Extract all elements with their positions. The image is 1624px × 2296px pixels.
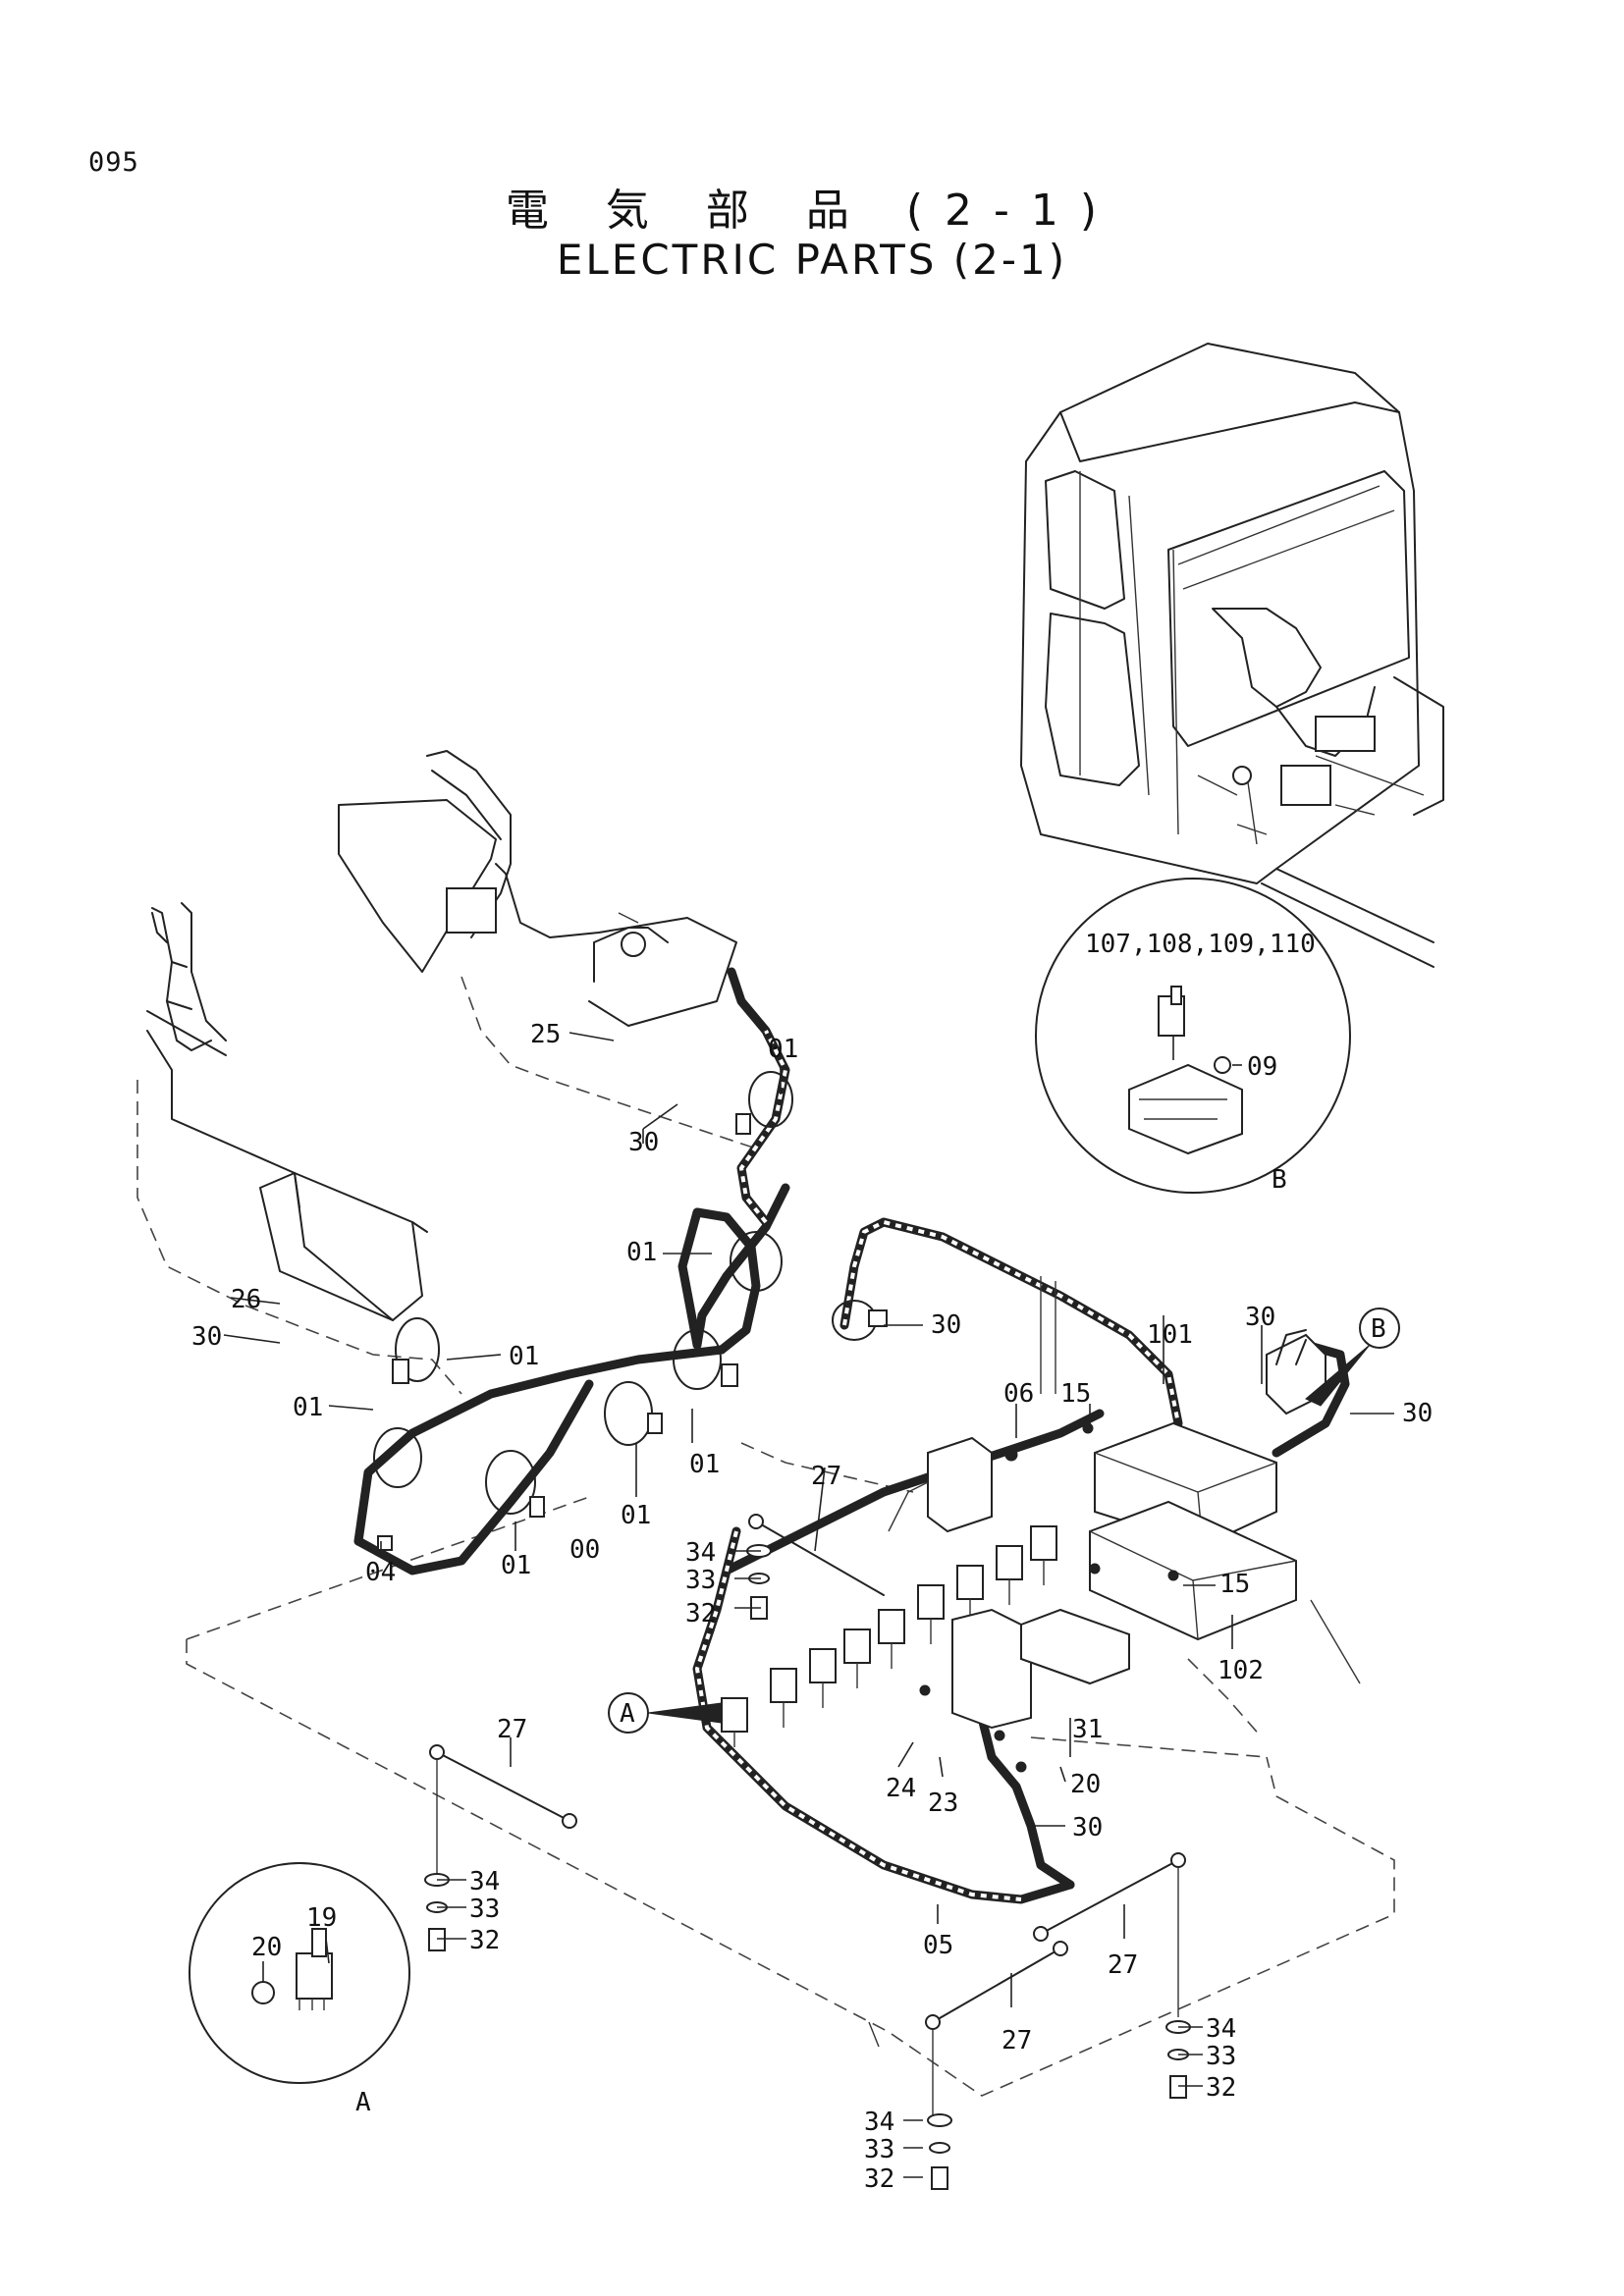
callout-labels: 25 01 30 01 26 30 01 01 04 01 00 01 01 3…: [191, 930, 1433, 2194]
callout-01: 01: [501, 1551, 531, 1580]
callout-33: 33: [1206, 2042, 1236, 2071]
detail-label-a: A: [355, 2088, 371, 2117]
callout-19: 19: [306, 1903, 337, 1933]
callout-30: 30: [1245, 1303, 1275, 1332]
callout-33: 33: [864, 2135, 894, 2164]
detail-circle-b: [1035, 878, 1351, 1194]
callout-32: 32: [1206, 2073, 1236, 2103]
callout-27: 27: [811, 1462, 841, 1491]
controller-boxes: [888, 1329, 1326, 1773]
callout-20: 20: [251, 1933, 282, 1962]
cab-illustration: [1020, 343, 1444, 968]
detail-label-b: B: [1272, 1165, 1287, 1195]
callout-01: 01: [689, 1450, 720, 1479]
callout-01: 01: [621, 1501, 651, 1530]
callout-27: 27: [497, 1715, 527, 1744]
floor-plate: [186, 1442, 1395, 2097]
right-console-illustration: [338, 750, 757, 1149]
callout-30: 30: [191, 1322, 222, 1352]
callout-01: 01: [509, 1342, 539, 1371]
callout-30: 30: [1402, 1399, 1433, 1428]
callout-34: 34: [1206, 2014, 1236, 2044]
leader-lines: [223, 1032, 1394, 2178]
callout-09: 09: [1247, 1052, 1277, 1082]
callout-00: 00: [569, 1535, 600, 1565]
detail-circle-a: [189, 1862, 410, 2084]
left-console-illustration: [136, 902, 462, 1395]
callout-01: 01: [293, 1393, 323, 1422]
detail-marker-b: B: [1371, 1314, 1386, 1344]
callout-34: 34: [864, 2108, 894, 2137]
callout-24: 24: [886, 1774, 916, 1803]
callout-25: 25: [530, 1020, 561, 1049]
marker-b: [1305, 1308, 1400, 1407]
page-title-english: ELECTRIC PARTS (2-1): [556, 236, 1068, 284]
marker-a: [608, 1692, 723, 1734]
relay-row: [721, 1525, 1057, 1747]
callout-15: 15: [1219, 1570, 1250, 1599]
callout-33: 33: [685, 1566, 716, 1595]
callout-30: 30: [1072, 1813, 1103, 1842]
callout-101: 101: [1147, 1320, 1193, 1350]
page-title-japanese: 電 気 部 品 (2-1): [505, 186, 1119, 236]
callout-27: 27: [1001, 2026, 1032, 2056]
callout-23: 23: [928, 1789, 958, 1818]
callout-33: 33: [469, 1895, 500, 1924]
callout-05: 05: [923, 1931, 953, 1960]
detail-marker-a: A: [620, 1699, 635, 1729]
harness-clamps: [373, 1071, 888, 1551]
callout-32: 32: [685, 1599, 716, 1629]
callout-32: 32: [469, 1926, 500, 1955]
page-number: 095: [88, 147, 139, 178]
callout-01: 01: [626, 1238, 657, 1267]
callout-15: 15: [1060, 1379, 1091, 1409]
callout-20: 20: [1070, 1770, 1101, 1799]
callout-01: 01: [768, 1035, 798, 1064]
callout-31: 31: [1072, 1715, 1103, 1744]
callout-30: 30: [931, 1310, 961, 1340]
callout-107-110: 107,108,109,110: [1085, 930, 1316, 959]
callout-27: 27: [1108, 1950, 1138, 1980]
callout-34: 34: [685, 1538, 716, 1568]
callout-34: 34: [469, 1867, 500, 1896]
callout-06: 06: [1003, 1379, 1034, 1409]
callout-32: 32: [864, 2164, 894, 2194]
callout-30: 30: [628, 1128, 659, 1157]
callout-04: 04: [365, 1558, 396, 1587]
callout-102: 102: [1218, 1656, 1264, 1685]
callout-26: 26: [231, 1285, 261, 1314]
